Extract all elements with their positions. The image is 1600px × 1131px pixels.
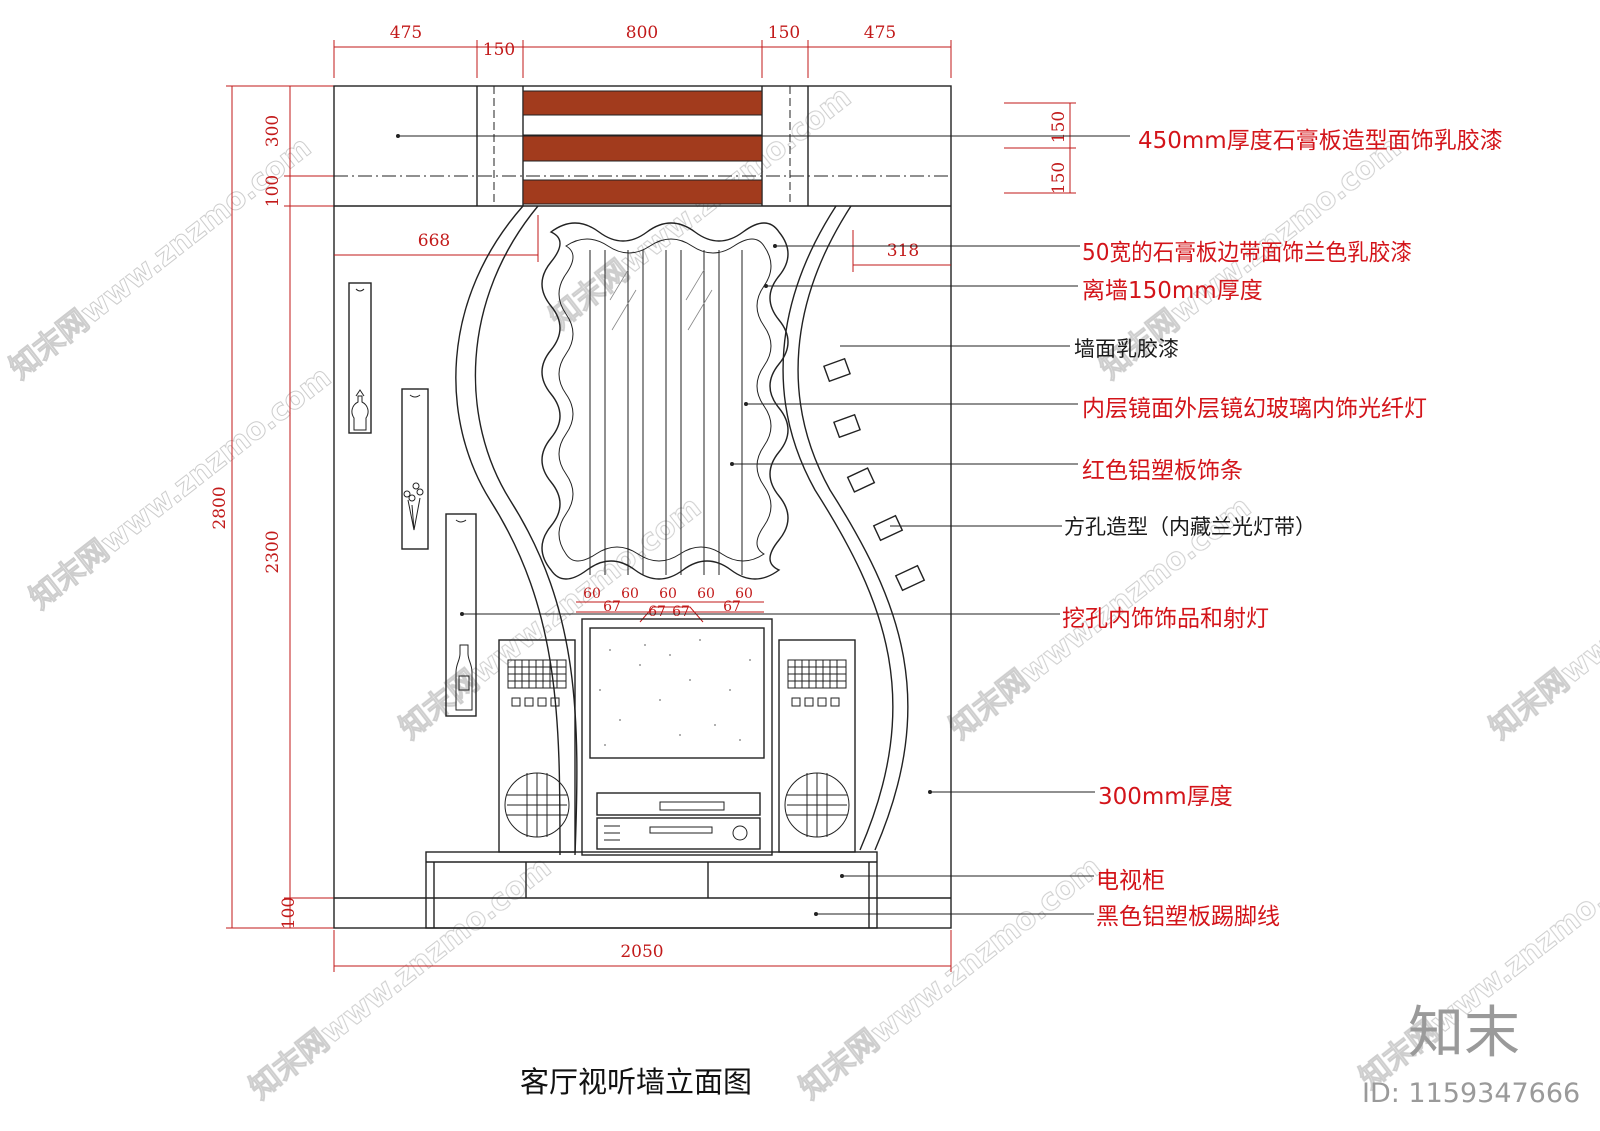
- dim-height-gap: 100: [263, 175, 283, 207]
- watermark-text: 知末网www.znzmo.com: [243, 850, 558, 1107]
- label-mirror-glass: 内层镜面外层镜幻玻璃内饰光纤灯: [1082, 396, 1427, 422]
- dim-height-total: 2800: [210, 486, 230, 529]
- leader-lines: [396, 134, 1130, 916]
- watermark-logo: 知末: [1408, 1001, 1520, 1066]
- label-square-holes: 方孔造型（内藏兰光灯带）: [1064, 515, 1316, 539]
- wall-niches: [348, 282, 477, 717]
- flower-icon: [407, 497, 421, 531]
- top-dimension-chain: 475 150 800 150 475: [333, 23, 952, 78]
- dim-60: 60: [735, 586, 753, 602]
- wall-frame: [333, 85, 952, 929]
- dim-top-4: 150: [768, 23, 800, 43]
- dim-67: 67: [723, 599, 741, 615]
- label-skirting: 黑色铝塑板踢脚线: [1096, 904, 1280, 930]
- right-dimension-150: 150 150: [1004, 102, 1076, 194]
- dim-height-main: 2300: [263, 530, 283, 573]
- dim-left-offset: 668: [418, 231, 450, 251]
- label-wall-offset: 离墙150mm厚度: [1082, 278, 1263, 304]
- bottom-dimension: 2050: [333, 930, 952, 972]
- bottle-icon: [455, 644, 473, 711]
- label-niches: 挖孔内饰饰品和射灯: [1062, 606, 1269, 632]
- niche-3: [445, 513, 477, 717]
- dim-width-total: 2050: [620, 942, 663, 962]
- dim-height-base: 100: [279, 897, 299, 929]
- watermark-text: 知末网www.znzmo.com: [3, 130, 318, 387]
- dim-top-2: 150: [483, 40, 515, 60]
- label-gypsum-edge-band: 50宽的石膏板边带面饰兰色乳胶漆: [1082, 240, 1412, 266]
- dim-318: 318: [852, 230, 951, 272]
- watermark-text: 知末网www.znzmo.com: [543, 80, 858, 337]
- dim-right-offset: 318: [887, 241, 919, 261]
- dim-right-150b: 150: [1049, 162, 1069, 194]
- dim-top-3: 800: [626, 23, 658, 43]
- tv-set: [581, 618, 773, 856]
- annotation-labels: 450mm厚度石膏板造型面饰乳胶漆 50宽的石膏板边带面饰兰色乳胶漆 离墙150…: [1062, 128, 1503, 930]
- dim-67: 67: [603, 599, 621, 615]
- dim-60: 60: [659, 586, 677, 602]
- vase-icon: [351, 395, 369, 431]
- niche-1: [348, 282, 372, 434]
- dim-60: 60: [621, 586, 639, 602]
- dim-height-upper: 300: [263, 115, 283, 147]
- left-dimension-chain: 2800 300 100 2300 100: [210, 85, 334, 929]
- dim-67: 67: [672, 604, 690, 620]
- dim-right-150a: 150: [1049, 111, 1069, 143]
- speaker-right: [778, 639, 856, 853]
- square-holes: [823, 357, 926, 592]
- curved-gypsum-bands: [455, 205, 909, 856]
- speaker-left: [498, 639, 576, 853]
- label-thickness-300: 300mm厚度: [1098, 784, 1233, 810]
- tv-cabinet: [425, 851, 878, 929]
- dim-top-1: 475: [390, 23, 422, 43]
- dim-668: 668: [334, 215, 539, 262]
- dim-top-5: 475: [864, 23, 896, 43]
- red-aluminium-strips: [522, 90, 763, 205]
- wavy-mirror-panel: [541, 222, 789, 580]
- label-red-strip: 红色铝塑板饰条: [1082, 458, 1243, 484]
- watermark-text: 知末网www.znzmo.com: [1483, 490, 1600, 747]
- spacing-dimensions: 60 60 60 60 60 67 67 67 67: [576, 586, 764, 623]
- niche-2: [401, 388, 429, 550]
- watermark-pattern: 知末网www.znzmo.com 知末网www.znzmo.com 知末网www…: [3, 79, 1600, 1107]
- dim-60: 60: [583, 586, 601, 602]
- watermark-id: ID: 1159347666: [1362, 1078, 1580, 1109]
- label-tv-cabinet: 电视柜: [1096, 868, 1165, 894]
- dim-60: 60: [697, 586, 715, 602]
- label-gypsum-header: 450mm厚度石膏板造型面饰乳胶漆: [1138, 128, 1503, 154]
- drawing-title: 客厅视听墙立面图: [520, 1065, 752, 1099]
- label-wall-paint: 墙面乳胶漆: [1074, 337, 1179, 361]
- dim-67: 67: [648, 604, 666, 620]
- watermark-text: 知末网www.znzmo.com: [23, 360, 338, 617]
